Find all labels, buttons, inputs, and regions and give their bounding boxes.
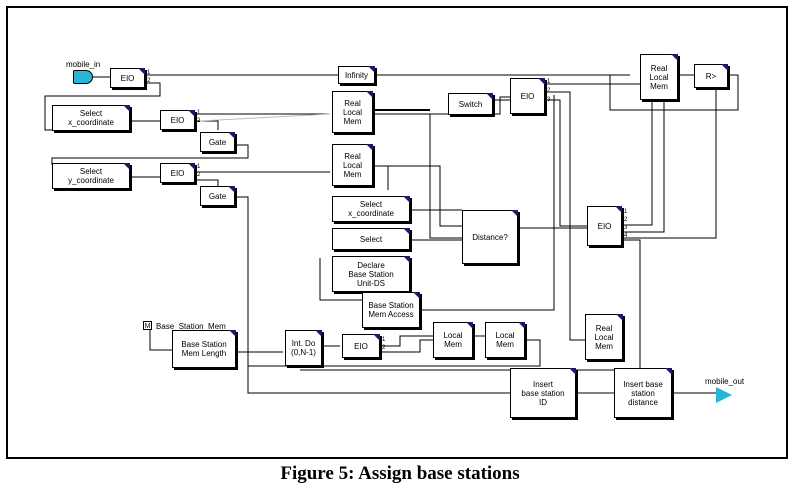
base-station-mem-length-block[interactable]: Base Station Mem Length xyxy=(172,330,236,368)
wire xyxy=(420,95,555,311)
mobile-out-connector[interactable] xyxy=(716,387,732,403)
eio-block-6[interactable]: EIO xyxy=(342,334,380,358)
port-label: 2 xyxy=(147,78,151,84)
port-label: 2 xyxy=(382,345,386,351)
wire xyxy=(236,196,288,367)
port-label: 1 xyxy=(197,110,201,116)
wire xyxy=(545,99,587,227)
base-station-mem-access-block[interactable]: Base Station Mem Access xyxy=(362,292,420,328)
wire xyxy=(545,91,588,341)
wire xyxy=(622,90,717,239)
wire xyxy=(622,100,653,226)
memory-icon: M xyxy=(143,321,152,330)
distance-block[interactable]: Distance? xyxy=(462,210,518,264)
port-label: 1 xyxy=(382,337,386,343)
wire xyxy=(511,227,587,235)
mobile-in-label: mobile_in xyxy=(66,60,101,69)
local-mem-block-2[interactable]: Local Mem xyxy=(485,322,525,358)
port-label: 2 xyxy=(624,217,628,223)
wire xyxy=(44,82,161,131)
wire xyxy=(322,339,541,367)
real-local-mem-block-2[interactable]: Real Local Mem xyxy=(332,144,373,186)
wire xyxy=(375,113,462,239)
gate-block-2[interactable]: Gate xyxy=(200,186,235,206)
eio-block-1[interactable]: EIO xyxy=(110,68,145,88)
port-label: 3 xyxy=(547,97,551,103)
wire xyxy=(620,239,641,370)
wire xyxy=(51,144,249,165)
infinity-block[interactable]: Infinity xyxy=(338,66,375,84)
port-label: 4 xyxy=(624,233,628,239)
wire xyxy=(375,165,462,227)
wire xyxy=(247,366,510,394)
wire xyxy=(609,74,739,111)
figure-caption: Figure 5: Assign base stations xyxy=(280,463,520,484)
select-y-block-1[interactable]: Select y_coordinate xyxy=(52,163,130,189)
eio-block-2[interactable]: EIO xyxy=(160,110,195,130)
eio-block-3[interactable]: EIO xyxy=(160,163,195,183)
mobile-out-label: mobile_out xyxy=(705,377,745,386)
r-greater-block[interactable]: R> xyxy=(694,64,728,88)
switch-block[interactable]: Switch xyxy=(448,93,493,115)
port-label: 1 xyxy=(197,164,201,170)
port-label: 3 xyxy=(624,225,628,231)
wire xyxy=(149,330,172,351)
port-label: 2 xyxy=(197,172,201,178)
port-label: 2 xyxy=(197,118,201,124)
select-x-block-2[interactable]: Select x_coordinate xyxy=(332,196,410,222)
declare-base-station-block[interactable]: Declare Base Station Unit-DS xyxy=(332,256,410,292)
port-label: 1 xyxy=(624,209,628,215)
insert-base-station-id-block[interactable]: Insert base station ID xyxy=(510,368,576,418)
port-label: 1 xyxy=(547,79,551,85)
base-station-mem-label: Base_Station_Mem xyxy=(156,322,226,331)
local-mem-block-1[interactable]: Local Mem xyxy=(433,322,473,358)
gate-block-1[interactable]: Gate xyxy=(200,132,235,152)
eio-block-5[interactable]: EIO xyxy=(587,206,622,246)
real-local-mem-block-1[interactable]: Real Local Mem xyxy=(332,91,373,133)
real-local-mem-block-3[interactable]: Real Local Mem xyxy=(640,54,678,100)
diagram-frame xyxy=(6,6,788,459)
port-label: 2 xyxy=(547,88,551,94)
real-local-mem-block-4[interactable]: Real Local Mem xyxy=(585,314,623,360)
select-x-block-1[interactable]: Select x_coordinate xyxy=(52,105,130,131)
wire-highlight xyxy=(199,113,331,122)
select-block-2[interactable]: Select xyxy=(332,228,410,250)
wire xyxy=(375,96,512,115)
insert-base-station-distance-block[interactable]: Insert base station distance xyxy=(614,368,672,418)
mobile-in-connector[interactable] xyxy=(73,70,93,84)
wire xyxy=(380,335,433,347)
port-label: 1 xyxy=(147,70,151,76)
wire xyxy=(622,100,665,233)
eio-block-4[interactable]: EIO xyxy=(510,78,545,114)
int-do-block[interactable]: Int. Do (0,N-1) xyxy=(285,330,322,366)
wire xyxy=(195,179,219,187)
